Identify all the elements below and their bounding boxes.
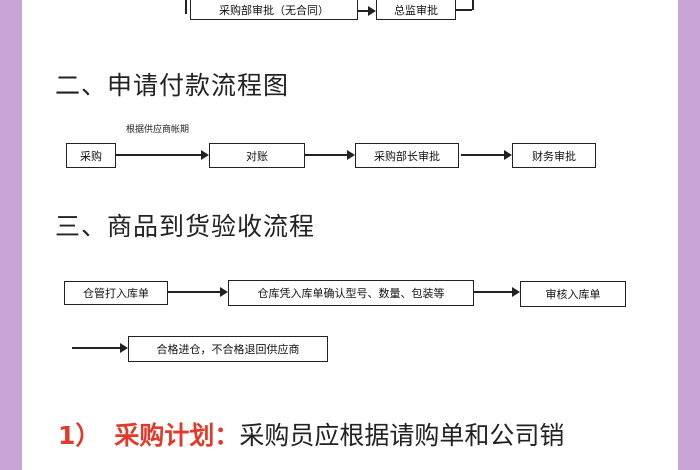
connector-line <box>472 0 474 10</box>
flow-box-label: 对账 <box>246 149 268 163</box>
flow-box-finance-approval: 财务审批 <box>512 143 596 168</box>
section-heading-payment-flow: 二、申请付款流程图 <box>55 71 290 100</box>
flow-box-qualified-to-stock-unqualified-returned: 合格进仓，不合格退回供应商 <box>128 336 328 362</box>
section-heading-goods-acceptance-flow: 三、商品到货验收流程 <box>55 212 316 241</box>
flow-box-purchase-director-approval: 采购部长审批 <box>355 143 459 168</box>
flow-box-director-approval: 总监审批 <box>376 0 456 20</box>
paragraph-purchase-plan: 1） 采购计划：采购员应根据请购单和公司销 <box>58 416 564 452</box>
flow-arrow <box>474 287 520 297</box>
flow-arrow <box>305 150 355 160</box>
flow-box-label: 审核入库单 <box>545 288 601 301</box>
flow-box-label: 仓管打入库单 <box>83 287 149 300</box>
flow-arrow <box>168 287 228 297</box>
flow-box-review-entry-slip: 审核入库单 <box>520 281 626 307</box>
flow-box-label: 合格进仓，不合格退回供应商 <box>156 343 300 356</box>
flow-arrow <box>461 150 512 160</box>
flow-arrow <box>116 150 209 160</box>
flow-box-label: 仓库凭入库单确认型号、数量、包装等 <box>257 287 445 300</box>
flow-box-label: 采购部审批（无合同） <box>219 3 329 17</box>
flow-box-purchase: 采购 <box>66 143 116 168</box>
connector-line <box>185 0 187 14</box>
list-number: 1） <box>58 421 101 450</box>
flow-arrow <box>358 6 376 16</box>
flow-arrow <box>72 343 128 353</box>
flow-box-purchase-dept-approval-no-contract: 采购部审批（无合同） <box>190 0 358 20</box>
flow-box-label: 采购部长审批 <box>374 149 440 163</box>
flow-box-label: 采购 <box>80 149 102 163</box>
document-page <box>22 0 678 470</box>
flow-box-label: 财务审批 <box>532 149 576 163</box>
connector-line <box>456 9 472 11</box>
flow-box-warehouse-entry-slip: 仓管打入库单 <box>64 281 168 305</box>
paragraph-text: 采购员应根据请购单和公司销 <box>239 421 565 450</box>
flow-box-warehouse-confirm-model-qty-packaging: 仓库凭入库单确认型号、数量、包装等 <box>228 280 474 306</box>
flow-box-reconciliation: 对账 <box>209 143 305 168</box>
flow-note: 根据供应商帐期 <box>126 125 190 135</box>
flow-box-label: 总监审批 <box>394 3 438 17</box>
paragraph-label: 采购计划： <box>114 421 240 450</box>
